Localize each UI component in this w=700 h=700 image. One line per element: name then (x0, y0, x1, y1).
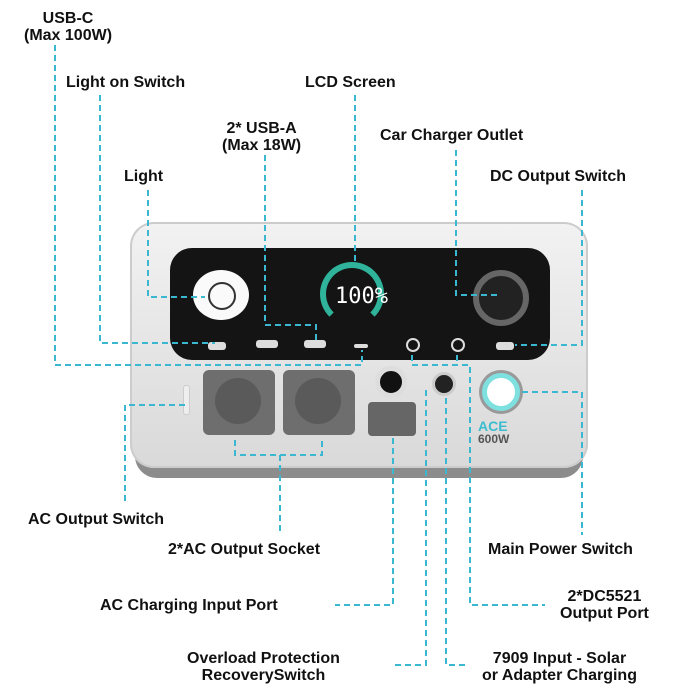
usb-a-port-2 (304, 340, 326, 348)
battery-percent: 100% (335, 284, 388, 309)
ac-output-switch[interactable] (183, 385, 190, 415)
label-car-charger: Car Charger Outlet (380, 127, 524, 144)
dc-output-switch[interactable] (496, 342, 514, 350)
ac-socket-1 (203, 370, 275, 435)
label-ac-output-socket: 2*AC Output Socket (168, 541, 321, 558)
usb-c-port (354, 344, 368, 348)
label-dc-output-switch: DC Output Switch (490, 168, 626, 185)
label-ac-charging-input: AC Charging Input Port (100, 597, 278, 614)
label-usb-a: 2* USB-A(Max 18W) (222, 120, 302, 154)
dc5521-port-2 (451, 338, 465, 352)
label-main-power-switch: Main Power Switch (488, 541, 633, 558)
overload-reset-button[interactable] (375, 366, 407, 398)
light-lamp (193, 270, 249, 320)
label-usb-c: USB-C(Max 100W) (24, 10, 113, 44)
label-lcd-screen: LCD Screen (305, 74, 396, 91)
dc5521-port-1 (406, 338, 420, 352)
light-switch[interactable] (208, 342, 226, 350)
label-ac-output-switch: AC Output Switch (28, 511, 164, 528)
car-charger-outlet (473, 270, 529, 326)
usb-a-port-1 (256, 340, 278, 348)
main-power-button[interactable] (482, 373, 520, 411)
label-light-on-switch: Light on Switch (66, 74, 186, 91)
label-light: Light (124, 168, 164, 185)
ac-charging-input-port (368, 402, 416, 436)
ac-socket-2 (283, 370, 355, 435)
input-7909-port (432, 372, 456, 396)
